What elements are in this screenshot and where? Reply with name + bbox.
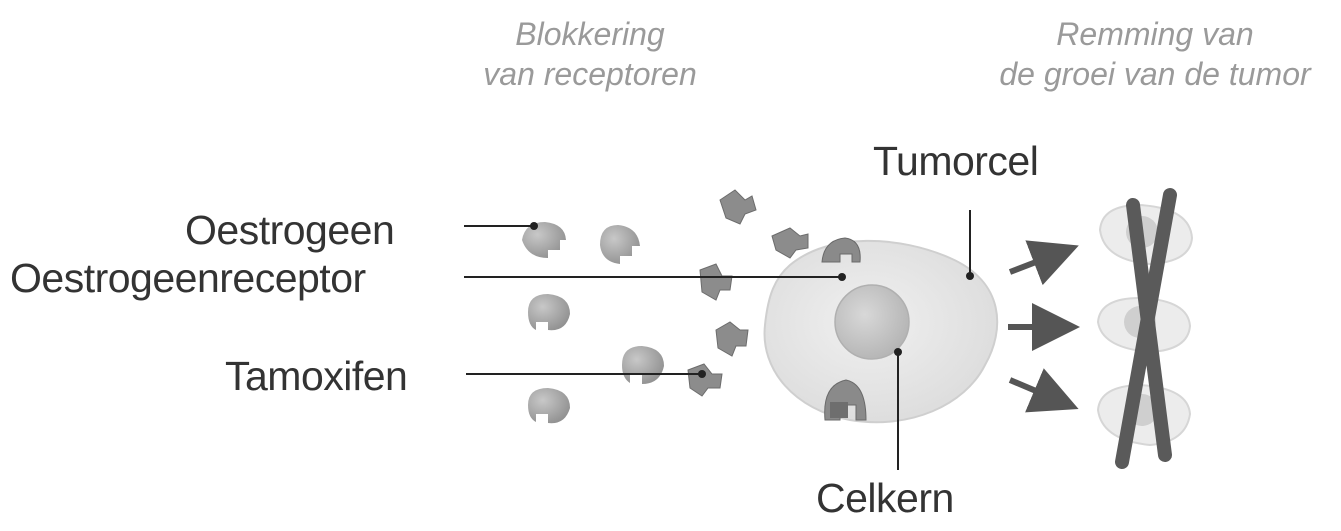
tamoxifen-molecule-2 — [772, 228, 808, 258]
estrogen-molecule-3 — [528, 294, 570, 330]
estrogen-molecule-5 — [622, 346, 664, 384]
arrow-down — [1010, 380, 1062, 402]
tamoxifen-molecule-4 — [716, 322, 748, 356]
arrow-up — [1010, 252, 1062, 272]
leader-nucleus-dot — [894, 348, 902, 356]
estrogen-molecules — [522, 222, 664, 423]
leader-tumor-cell-dot — [966, 272, 974, 280]
estrogen-molecule-1 — [522, 222, 566, 258]
nucleus — [835, 285, 909, 359]
leader-tamoxifen-dot — [698, 370, 706, 378]
estrogen-molecule-2 — [600, 225, 640, 264]
tamoxifen-molecule-3 — [700, 264, 732, 300]
estrogen-molecule-4 — [528, 388, 570, 423]
tamoxifen-molecule-5 — [688, 364, 722, 396]
leader-estrogen-dot — [530, 222, 538, 230]
leader-estrogen-receptor-dot — [838, 273, 846, 281]
tamoxifen-on-cell-bottom — [830, 402, 848, 418]
tamoxifen-molecule-1 — [720, 190, 756, 224]
arrows — [1008, 252, 1062, 402]
